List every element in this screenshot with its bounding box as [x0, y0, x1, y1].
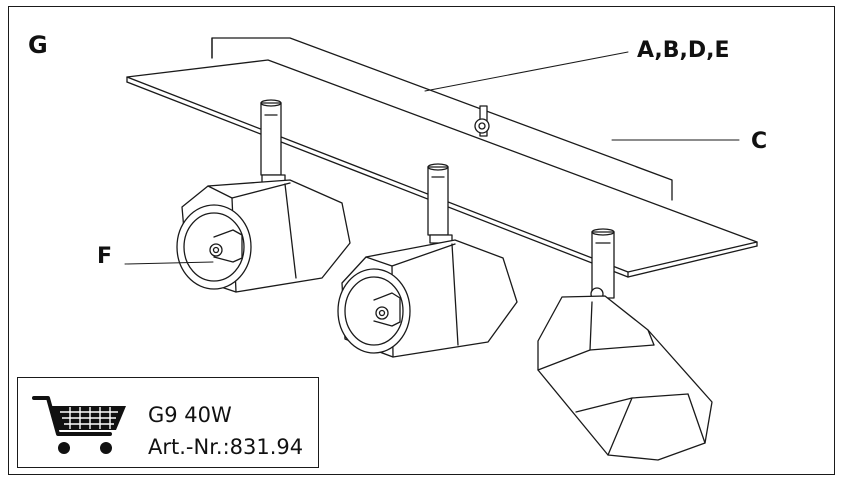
- spotlight-middle: [337, 163, 518, 358]
- leader-line-abde: [424, 51, 629, 92]
- leader-line-f: [124, 261, 214, 265]
- spec-box: G9 40W Art.-Nr.:831.94: [17, 377, 319, 468]
- spotlight-left: [176, 99, 351, 293]
- leader-lines: [124, 51, 740, 265]
- mounting-plate: [126, 59, 758, 278]
- shopping-cart-icon: [32, 396, 126, 454]
- figure-frame: [8, 6, 835, 475]
- callout-canopy-label: A,B,D,E: [637, 38, 730, 63]
- callout-rail-label: C: [751, 129, 768, 154]
- canopy-box: [211, 37, 673, 201]
- article-number: Art.-Nr.:831.94: [148, 435, 304, 459]
- callout-lamp-label: F: [97, 244, 113, 269]
- fixing-screw: [474, 105, 490, 137]
- spotlight-right: [537, 228, 713, 461]
- panel-letter: G: [28, 31, 48, 59]
- bulb-spec: G9 40W: [148, 403, 232, 427]
